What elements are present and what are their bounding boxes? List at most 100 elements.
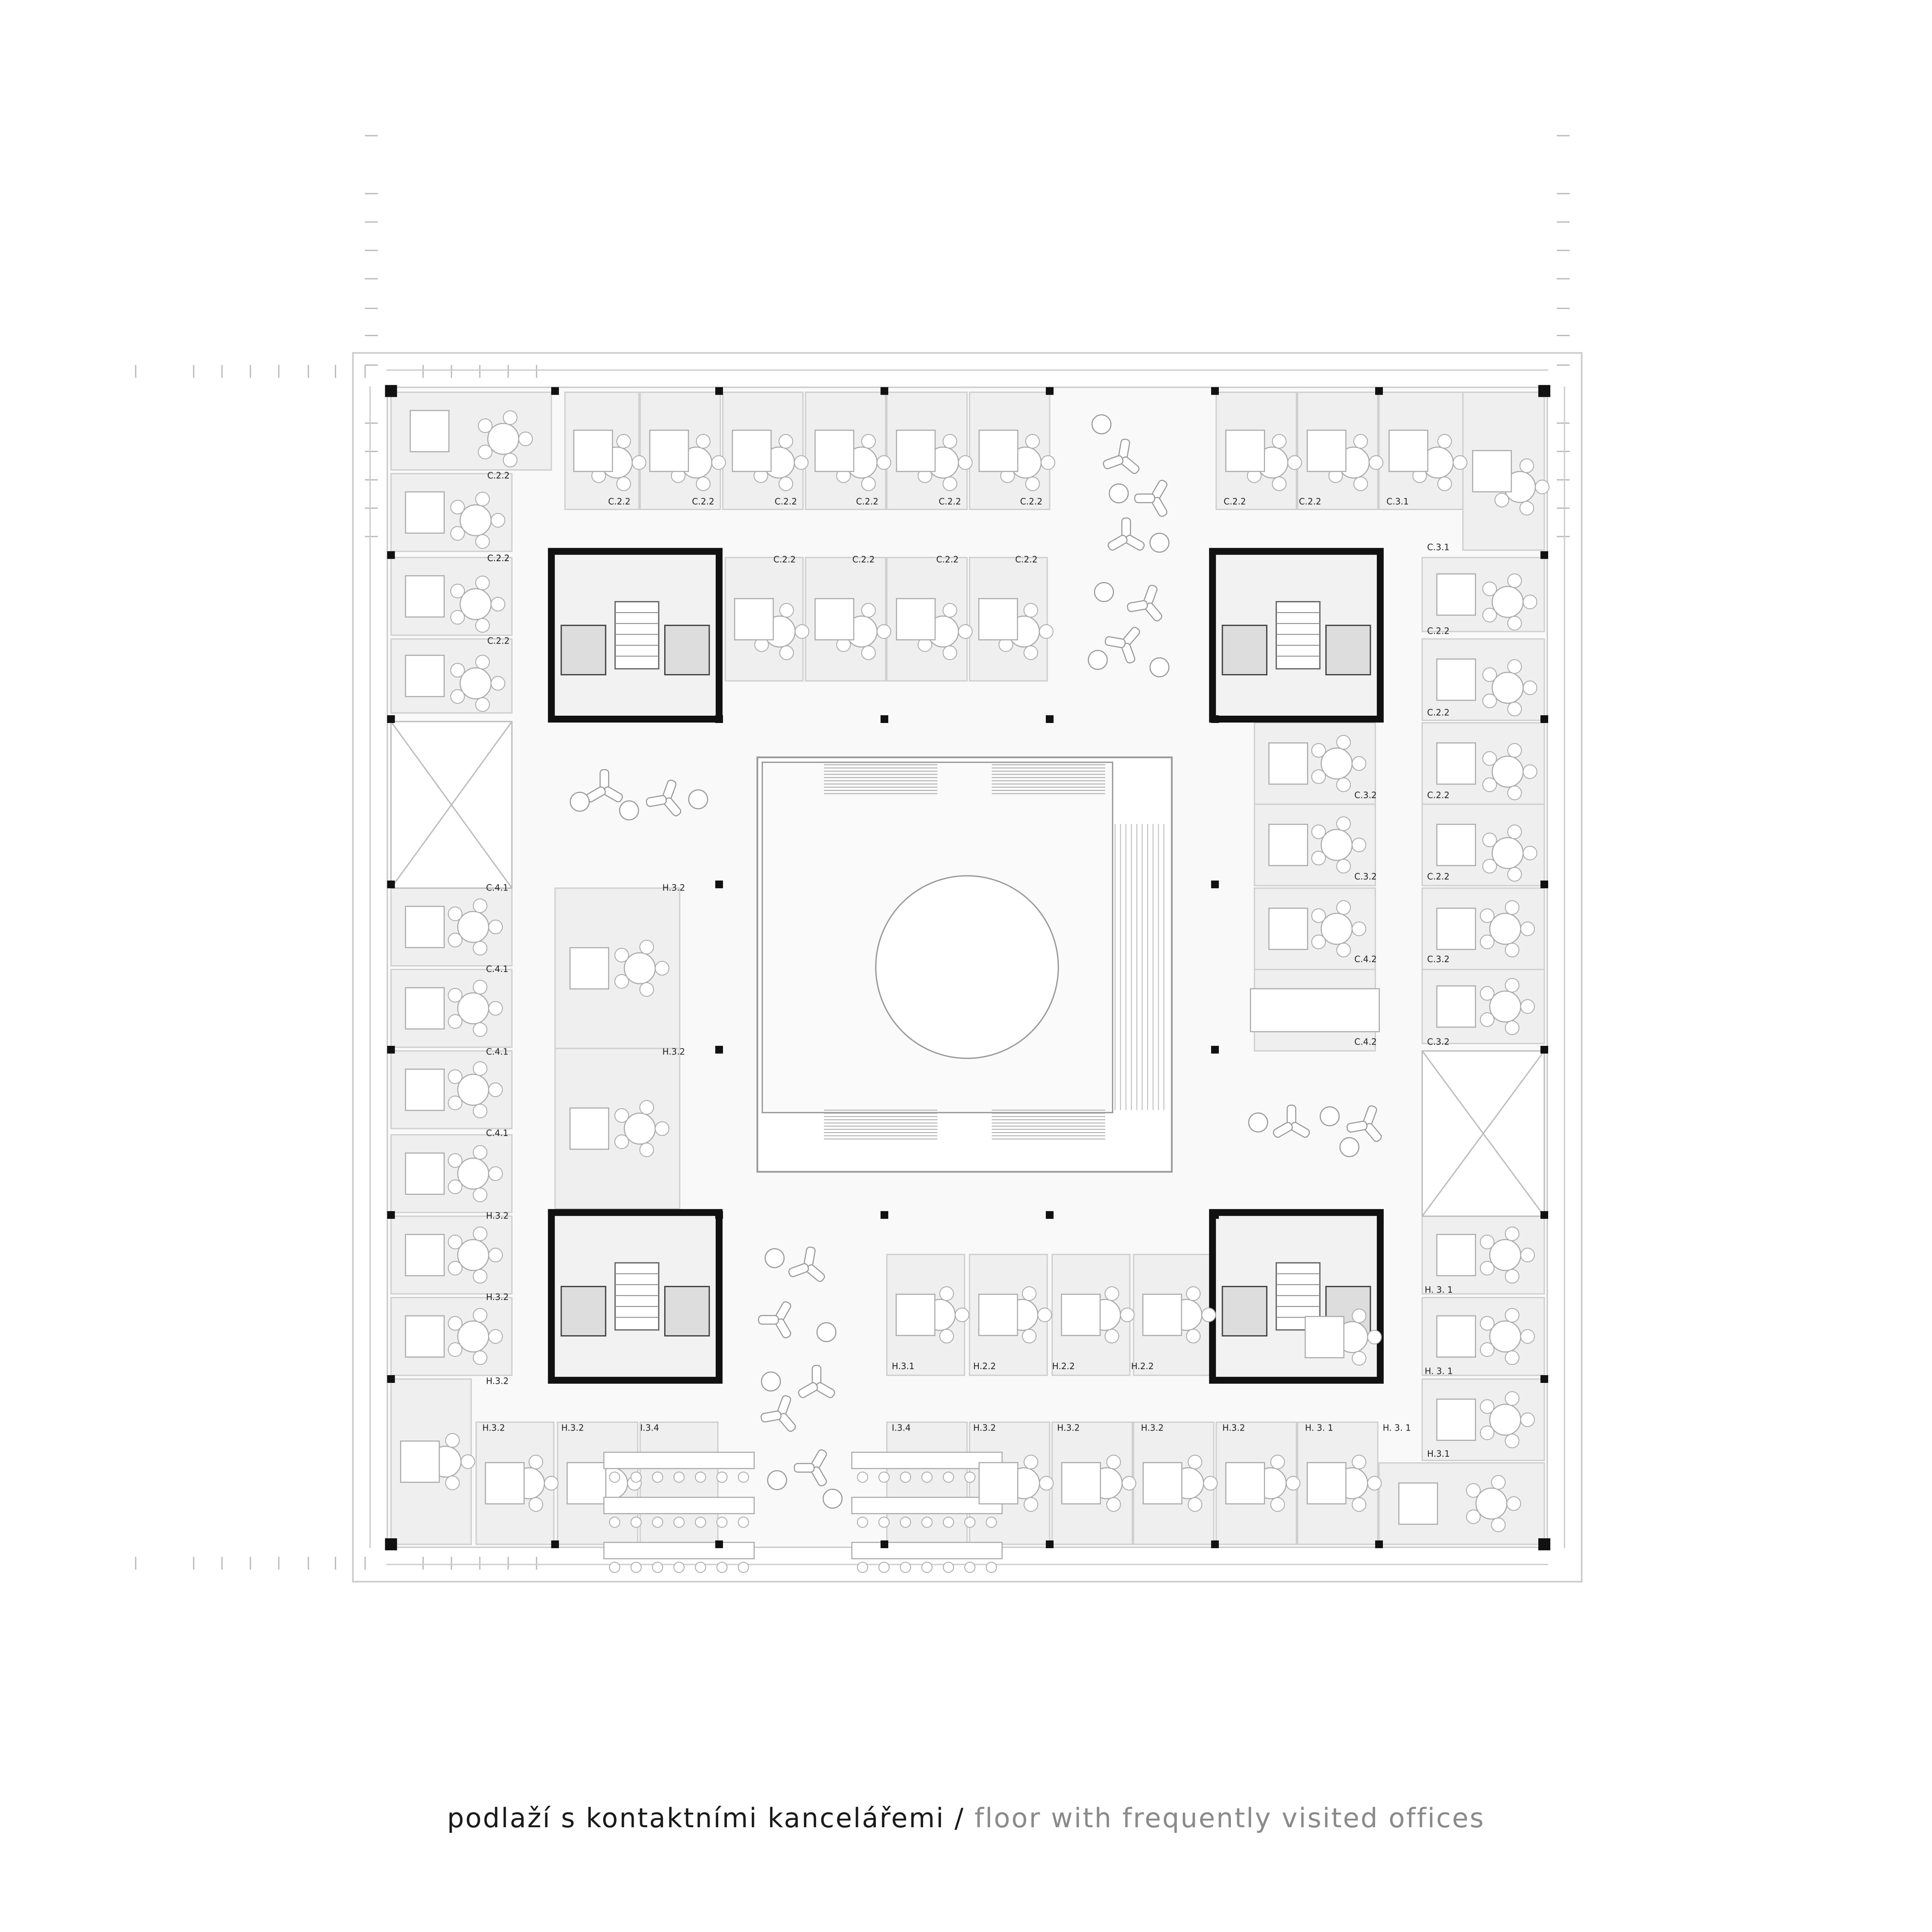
structural-column bbox=[1211, 1211, 1219, 1219]
chair bbox=[1040, 455, 1055, 470]
chair bbox=[490, 676, 505, 691]
y-lounge-seat bbox=[1273, 1104, 1310, 1138]
y-lounge-seat bbox=[586, 769, 623, 802]
chair bbox=[1507, 867, 1522, 882]
lounge-table bbox=[761, 1371, 781, 1392]
chair bbox=[1466, 1509, 1481, 1524]
chair bbox=[1037, 1307, 1052, 1322]
chair bbox=[1522, 845, 1537, 860]
chair bbox=[488, 1082, 503, 1097]
chair bbox=[1479, 1342, 1495, 1357]
chair bbox=[1479, 986, 1495, 1001]
corner-column bbox=[1538, 1538, 1550, 1550]
chair bbox=[639, 982, 654, 997]
chair bbox=[695, 1516, 706, 1528]
desk bbox=[649, 429, 689, 472]
desk bbox=[405, 1234, 445, 1276]
lounge-table bbox=[1149, 657, 1170, 677]
stair bbox=[614, 1262, 659, 1331]
room-label: H. 3. 1 bbox=[1305, 1423, 1334, 1433]
chair bbox=[1505, 978, 1520, 993]
room-label: C.2.2 bbox=[775, 496, 797, 507]
chair bbox=[1025, 476, 1040, 491]
chair bbox=[857, 1516, 869, 1528]
elevator bbox=[560, 1286, 607, 1337]
room-label: C.2.2 bbox=[1020, 496, 1042, 507]
chair bbox=[964, 1471, 976, 1483]
round-table bbox=[1492, 837, 1524, 869]
lounge-table bbox=[767, 1470, 787, 1490]
chair bbox=[1482, 832, 1497, 848]
desk bbox=[1436, 1398, 1476, 1441]
room-label: C.2.2 bbox=[1427, 871, 1449, 881]
round-table bbox=[623, 1112, 656, 1145]
chair bbox=[473, 941, 488, 956]
chair bbox=[1520, 1248, 1535, 1263]
desk bbox=[978, 1294, 1018, 1336]
chair bbox=[1039, 624, 1054, 639]
chair bbox=[450, 500, 465, 515]
seat-arm bbox=[1105, 636, 1126, 648]
chair bbox=[1505, 1020, 1520, 1035]
desk bbox=[1142, 1462, 1182, 1505]
chair bbox=[473, 1308, 488, 1323]
chair bbox=[488, 920, 503, 935]
desk bbox=[566, 1462, 607, 1505]
corner-column bbox=[385, 385, 397, 397]
room-label: C.3.2 bbox=[1355, 871, 1377, 881]
room-label: C.2.2 bbox=[939, 496, 961, 507]
room-label: C.2.2 bbox=[1015, 554, 1037, 565]
structural-column bbox=[1540, 1211, 1548, 1219]
round-table bbox=[457, 1239, 489, 1271]
desk bbox=[1061, 1462, 1101, 1505]
chair bbox=[1352, 921, 1367, 936]
chair bbox=[1369, 455, 1384, 470]
round-table bbox=[459, 504, 492, 537]
chair bbox=[473, 1226, 488, 1241]
chair bbox=[1022, 1286, 1037, 1301]
chair bbox=[630, 1471, 642, 1483]
lounge-table bbox=[1248, 1112, 1268, 1133]
chair bbox=[478, 444, 493, 459]
chair bbox=[738, 1561, 749, 1573]
chair bbox=[861, 434, 876, 449]
structural-column bbox=[387, 715, 395, 723]
seat-arm bbox=[1127, 600, 1148, 612]
chair bbox=[448, 1342, 463, 1357]
desk bbox=[1225, 429, 1265, 472]
chair bbox=[696, 434, 711, 449]
chair bbox=[630, 1561, 642, 1573]
chair bbox=[473, 898, 488, 913]
chair bbox=[1506, 1496, 1521, 1511]
room-label: C.2.2 bbox=[1224, 496, 1246, 507]
lounge-table bbox=[1088, 650, 1108, 670]
chair bbox=[1505, 1350, 1520, 1365]
chair bbox=[529, 1455, 544, 1470]
room-label: H.3.1 bbox=[1427, 1449, 1450, 1459]
y-lounge-seat bbox=[1127, 585, 1163, 622]
elevator bbox=[664, 1286, 710, 1337]
chair bbox=[1367, 1476, 1382, 1491]
chair bbox=[1352, 838, 1367, 853]
desk bbox=[569, 1107, 609, 1150]
room-label: C.2.2 bbox=[608, 496, 630, 507]
elevator bbox=[560, 625, 607, 676]
desk bbox=[1306, 1462, 1347, 1505]
desk bbox=[405, 1152, 445, 1195]
structural-column bbox=[1211, 1045, 1219, 1054]
structural-column bbox=[387, 1211, 395, 1219]
room-label: I.3.4 bbox=[892, 1423, 911, 1433]
structural-column bbox=[1045, 1540, 1054, 1548]
y-lounge-seat bbox=[1134, 480, 1168, 517]
outer-site-boundary bbox=[352, 352, 1583, 1583]
desk bbox=[1436, 573, 1476, 616]
chair bbox=[1495, 492, 1510, 507]
chair bbox=[1022, 1329, 1037, 1344]
corner-column bbox=[1538, 385, 1550, 397]
room-label: H.3.2 bbox=[1141, 1423, 1164, 1433]
chair bbox=[614, 1134, 629, 1149]
chair bbox=[1522, 680, 1537, 695]
chair bbox=[986, 1561, 997, 1573]
round-table bbox=[1489, 913, 1522, 945]
desk bbox=[814, 598, 854, 641]
